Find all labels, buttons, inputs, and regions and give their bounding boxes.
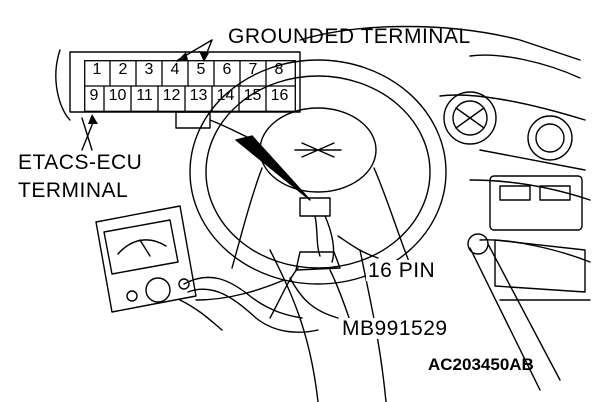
etacs-terminal-label: TERMINAL [18, 179, 129, 202]
pin-9: 9 [89, 87, 99, 104]
dashboard-outline [299, 25, 591, 301]
pin-11: 11 [136, 87, 153, 104]
figure-id-label: AC203450AB [428, 355, 534, 374]
air-vent-icon [527, 115, 573, 161]
sixteen-pin-label: 16 PIN [366, 259, 438, 282]
pin-14: 14 [216, 87, 235, 104]
pin-3: 3 [144, 61, 154, 78]
grounded-terminal-label: GROUNDED TERMINAL [228, 25, 471, 48]
data-link-connector [299, 197, 331, 217]
test-leads [179, 276, 319, 333]
pin-15: 15 [243, 87, 262, 104]
arrow-heads [88, 51, 209, 124]
steering-wheel-icon [189, 59, 447, 285]
pin-10: 10 [108, 87, 127, 104]
etacs-ecu-label: ETACS-ECU [18, 151, 143, 174]
test-harness [269, 215, 353, 327]
connector-pin-grid: 1 2 3 4 5 6 7 8 9 10 11 12 13 14 15 16 [84, 60, 296, 112]
pin-grid-lines [84, 60, 296, 112]
pin-13: 13 [189, 87, 208, 104]
pin-1: 1 [92, 61, 102, 78]
pin-8: 8 [274, 61, 284, 78]
pin-row-top: 1 2 3 4 5 6 7 8 [84, 60, 296, 86]
pin-12: 12 [162, 87, 181, 104]
pin-7: 7 [248, 61, 258, 78]
pin-5: 5 [196, 61, 206, 78]
air-vent-icon [443, 91, 497, 145]
center-console [489, 175, 586, 293]
tool-number-label: MB991529 [340, 317, 450, 340]
pin-row-bottom: 9 10 11 12 13 14 15 16 [84, 86, 296, 112]
shift-lever [467, 233, 561, 391]
multimeter-icon [95, 205, 197, 313]
pin-4: 4 [170, 61, 180, 78]
pin-6: 6 [222, 61, 232, 78]
pin-2: 2 [118, 61, 128, 78]
pin-16: 16 [270, 87, 289, 104]
pointer-wedge [235, 135, 311, 201]
